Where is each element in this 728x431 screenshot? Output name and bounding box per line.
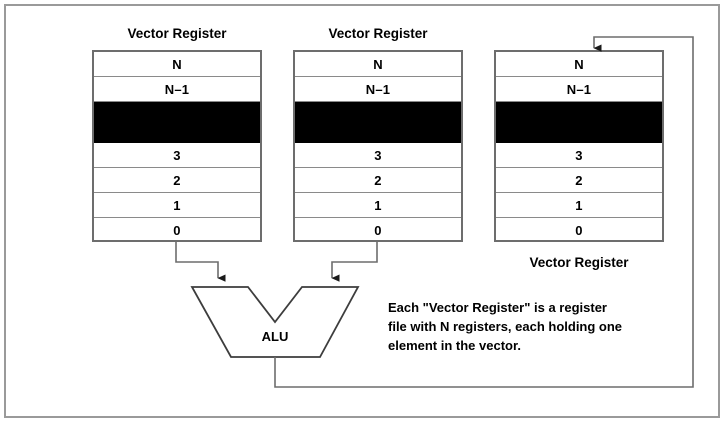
register-cell-1[interactable]: 1: [295, 193, 461, 218]
register-cell-n-minus-1[interactable]: N–1: [496, 77, 662, 102]
register-cell-0[interactable]: 0: [374, 223, 382, 238]
register-cell-3[interactable]: 3: [496, 143, 662, 168]
register-cell-2[interactable]: 2: [496, 168, 662, 193]
vector-register-right-label: Vector Register: [529, 255, 629, 270]
register-cell-n[interactable]: N: [295, 52, 461, 77]
caption-line-1: Each "Vector Register" is a register: [388, 300, 607, 315]
wire-left-register-to-alu: [175, 242, 226, 282]
register-cell-ellipsis: [496, 102, 662, 143]
wire-alu-output-to-right-register: [274, 36, 694, 388]
alu-label: ALU: [262, 329, 289, 344]
vector-register-left-label: Vector Register: [127, 26, 227, 41]
register-cell-3[interactable]: 3: [295, 143, 461, 168]
register-cell-n-minus-1[interactable]: N–1: [94, 77, 260, 102]
register-cell-3[interactable]: 3: [94, 143, 260, 168]
register-cell-1[interactable]: 1: [496, 193, 662, 218]
vector-register-right[interactable]: N N–1 3 2 1 0: [494, 50, 664, 242]
caption-text: Each "Vector Register" is a register fil…: [388, 298, 688, 355]
register-cell-ellipsis: [94, 102, 260, 143]
vector-register-left[interactable]: N N–1 3 2 1 0: [92, 50, 262, 242]
register-cell-n[interactable]: N: [94, 52, 260, 77]
register-cell-2[interactable]: 2: [94, 168, 260, 193]
register-cell-2[interactable]: 2: [295, 168, 461, 193]
wire-middle-register-to-alu: [331, 242, 378, 282]
register-cell-n[interactable]: N: [496, 52, 662, 77]
register-cell-0[interactable]: 0: [173, 223, 181, 238]
register-cell-0[interactable]: 0: [575, 223, 583, 238]
register-cell-ellipsis: [295, 102, 461, 143]
vector-register-middle[interactable]: N N–1 3 2 1 0: [293, 50, 463, 242]
register-cell-n-minus-1[interactable]: N–1: [295, 77, 461, 102]
alu-block[interactable]: ALU: [190, 286, 360, 358]
register-cell-1[interactable]: 1: [94, 193, 260, 218]
caption-line-2: file with N registers, each holding one: [388, 319, 623, 334]
vector-register-middle-label: Vector Register: [328, 26, 428, 41]
caption-line-3: element in the vector.: [388, 338, 521, 353]
